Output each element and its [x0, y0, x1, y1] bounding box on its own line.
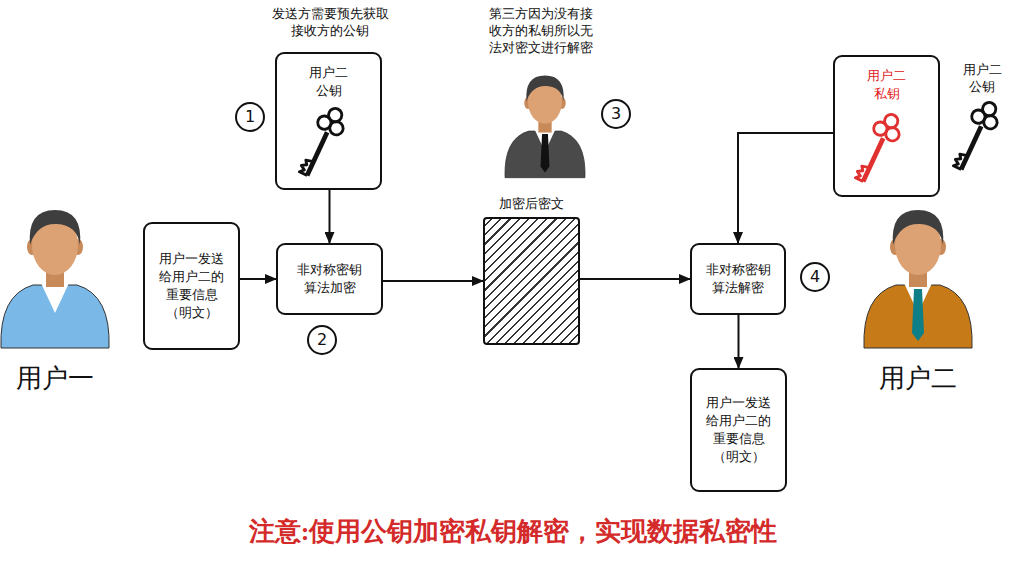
arrow-connector [580, 278, 690, 280]
arrow-connector [383, 280, 483, 282]
callout-number: 2 [307, 325, 337, 355]
user-two-figure [864, 210, 972, 348]
key-box: 用户二 公钥 [275, 52, 382, 190]
user-label: 用户二 [866, 362, 970, 396]
arrow-connector [738, 133, 833, 243]
ciphertext-box: 加密后密文 [483, 217, 580, 345]
message-box: 用户一发送给用户二的重要信息（明文） [143, 222, 240, 350]
box-text: 用户二 私钥 [864, 67, 910, 103]
annotation: 发送方需要预先获取接收方的公钥 [270, 6, 390, 40]
arrow-connector [329, 190, 331, 243]
key-label: 用户二 公钥 [958, 62, 1006, 96]
box-heading: 加密后密文 [465, 195, 598, 213]
box-text: 非对称密钥算法解密 [702, 261, 774, 297]
box-text: 用户一发送给用户二的重要信息（明文） [157, 250, 227, 323]
callout-number: 3 [601, 99, 631, 129]
process-box: 非对称密钥算法解密 [690, 243, 786, 315]
arrow-connector [240, 278, 276, 280]
key-box: 用户二 私钥 [833, 55, 940, 197]
third-party-figure [505, 76, 585, 178]
public-key-icon [295, 103, 350, 181]
box-text: 用户二 公钥 [306, 64, 352, 100]
process-box: 非对称密钥算法加密 [276, 243, 383, 315]
box-text: 非对称密钥算法加密 [294, 261, 366, 297]
public-key-icon [949, 97, 1004, 175]
private-key-icon [851, 109, 906, 187]
arrow-connector [738, 315, 740, 368]
box-text: 用户一发送给用户二的重要信息（明文） [704, 394, 774, 467]
user-one-figure [1, 210, 109, 348]
message-box: 用户一发送给用户二的重要信息（明文） [690, 368, 787, 492]
callout-number: 4 [800, 262, 830, 292]
caption: 注意:使用公钥加密私钥解密，实现数据私密性 [0, 514, 1026, 549]
annotation: 第三方因为没有接收方的私钥所以无法对密文进行解密 [485, 6, 597, 57]
callout-number: 1 [235, 102, 265, 132]
user-label: 用户一 [5, 362, 105, 396]
